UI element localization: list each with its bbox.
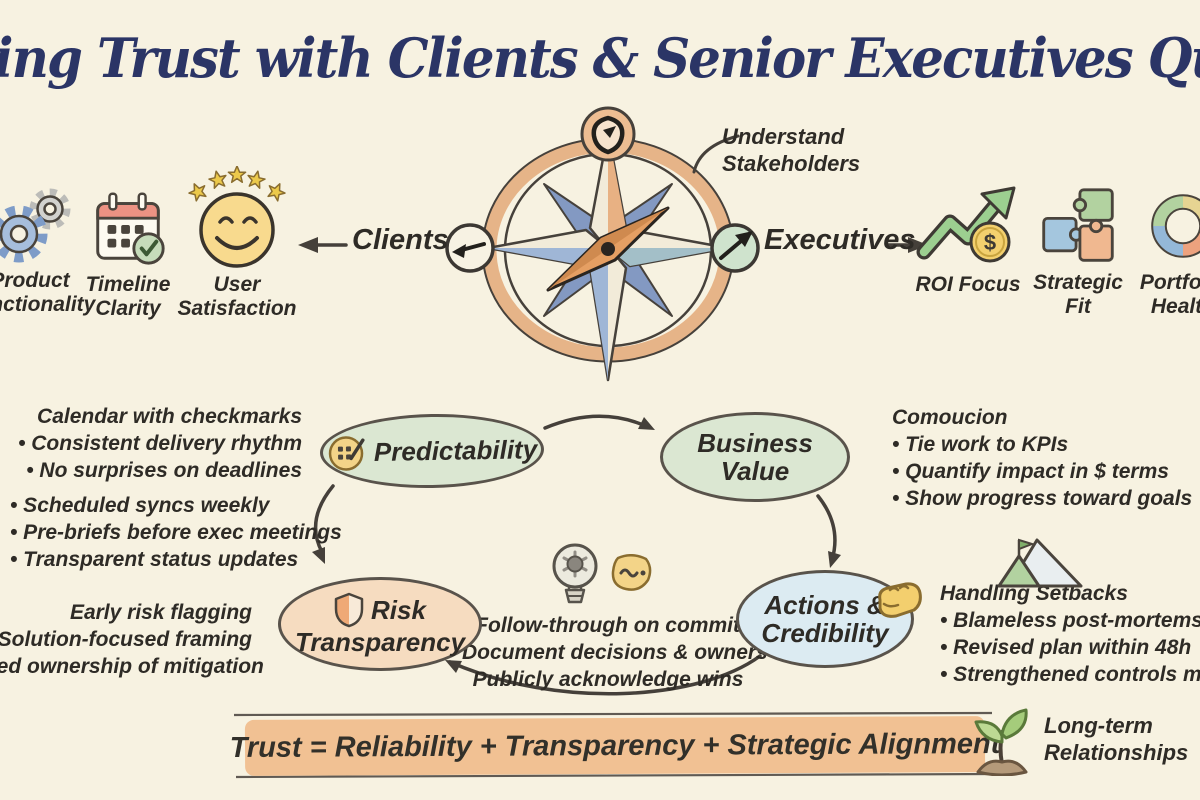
risk-notes: Early risk flagging • Solution-focused f… [0, 599, 264, 680]
predictability-node: Predictability [319, 412, 545, 490]
note-line: • Strengthened controls moving f [940, 663, 1200, 686]
actions-credibility-node: Actions & Credibility [736, 570, 914, 668]
mountain-flag-icon [997, 538, 1083, 588]
note-line: Shared ownership of mitigation [0, 655, 264, 678]
node-label: Business [697, 427, 813, 458]
node-label: Predictability [373, 434, 538, 467]
icon-label: Portfolio Health [1139, 271, 1200, 319]
note-line: • Blameless post-mortems [940, 609, 1200, 632]
note-line: Calendar with checkmarks [37, 405, 302, 428]
note-line: • Tie work to KPIs [892, 433, 1069, 456]
puzzle-icon [1042, 188, 1114, 262]
icon-label: Product Functionality [0, 269, 96, 317]
icon-card-strategic-fit: Strategic Fit [1016, 186, 1140, 319]
page-title: Building Trust with Clients & Senior Exe… [0, 26, 1200, 90]
node-label: Risk [371, 594, 426, 625]
note-line: • No surprises on deadlines [26, 459, 302, 482]
note-line: Document decisions & owners [462, 641, 768, 664]
trust-equation-banner: Trust = Reliability + Transparency + Str… [230, 716, 1000, 776]
compass-icon [445, 106, 760, 382]
compass-west-node-icon [445, 223, 495, 273]
dollar-coin-symbol: $ [984, 230, 996, 255]
business-value-node: Business Value [660, 412, 850, 502]
icon-label: Timeline Clarity [85, 273, 171, 321]
predictability-notes: Calendar with checkmarks • Consistent de… [18, 403, 302, 484]
setbacks-notes: Handling Setbacks • Blameless post-morte… [940, 580, 1200, 688]
note-line: • Show progress toward goals [892, 487, 1193, 510]
smiley-stars-icon [188, 166, 286, 268]
note-heading: Handling Setbacks [940, 582, 1128, 605]
executives-label: Executives [764, 224, 916, 256]
icon-card-portfolio-health: Portfolio Health [1121, 186, 1200, 319]
checklist-target-icon [328, 436, 365, 471]
icon-card-roi-focus: $ ROI Focus [898, 180, 1038, 297]
node-label: Transparency [294, 626, 466, 657]
note-line: • Follow-through on commitments [462, 614, 802, 637]
speech-bubble-icon [611, 554, 652, 591]
icon-card-user-satisfaction: User Satisfaction [170, 166, 304, 321]
long-term-relationships-label: Long-term Relationships [1044, 713, 1189, 765]
icon-card-timeline-clarity: Timeline Clarity [66, 184, 190, 321]
donut-chart-icon [1151, 194, 1200, 258]
lightbulb-gear-icon [552, 543, 598, 604]
compass-north-pin-icon [580, 106, 636, 162]
note-line: Early risk flagging [69, 601, 252, 624]
shield-icon [334, 592, 364, 628]
arrow-predictability-to-business-value [543, 414, 650, 430]
sprout-icon [974, 708, 1028, 776]
cadence-notes: • Scheduled syncs weekly • Pre-briefs be… [10, 492, 342, 573]
note-line: • Consistent delivery rhythm [18, 432, 302, 455]
note-heading: Comoucion [892, 406, 1008, 429]
compass-annotation: Understand Stakeholders [722, 124, 861, 176]
icon-label: ROI Focus [915, 273, 1021, 296]
note-line: • Pre-briefs before exec meetings [10, 521, 342, 544]
clients-label: Clients [352, 224, 449, 256]
business-value-notes: Comoucion • Tie work to KPIs • Quantify … [892, 404, 1192, 512]
node-label: Value [720, 456, 790, 486]
fist-bump-icon [878, 582, 922, 618]
note-line: Publicly acknowledge wins [472, 668, 744, 691]
note-line: • Solution-focused framing [0, 628, 252, 651]
note-line: • Scheduled syncs weekly [10, 494, 270, 517]
risk-transparency-node: Risk Transparency [278, 577, 482, 671]
icon-label: User Satisfaction [177, 273, 297, 321]
note-line: • Quantify impact in $ terms [892, 460, 1169, 483]
icon-label: Strategic Fit [1033, 271, 1123, 319]
calendar-check-icon [96, 192, 165, 265]
gears-icon [0, 188, 70, 263]
credibility-notes: • Follow-through on commitments Document… [462, 612, 802, 693]
note-line: • Revised plan within 48h [940, 636, 1192, 659]
banner-text: Trust = Reliability + Transparency + Str… [229, 727, 1001, 764]
roi-growth-icon: $ [916, 186, 1016, 263]
compass-east-node-icon [710, 223, 760, 273]
note-line: • Transparent status updates [10, 548, 299, 571]
node-label: Credibility [761, 618, 889, 648]
node-label: Actions & [764, 589, 886, 620]
icon-card-product-functionality: Product Functionality [0, 182, 105, 317]
arrow-business-value-to-actions [816, 494, 837, 562]
